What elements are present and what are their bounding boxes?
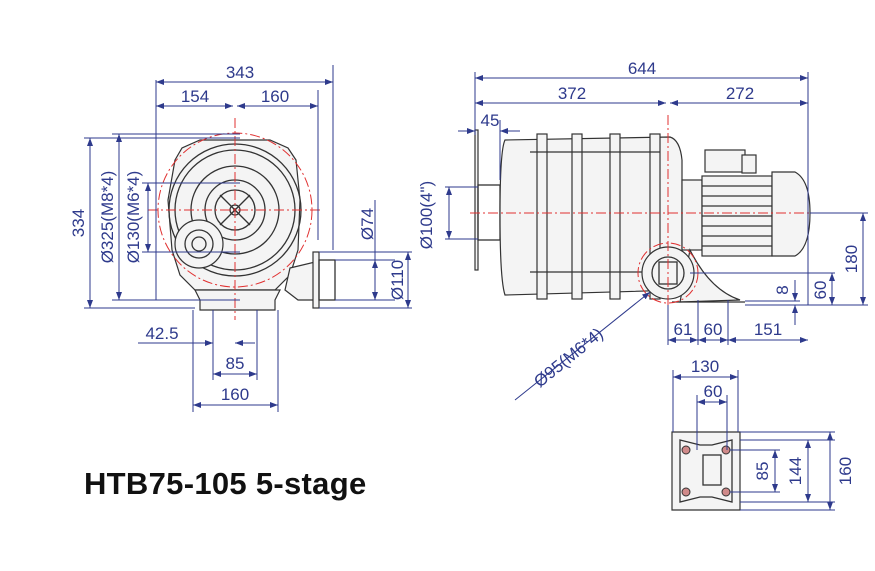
dim-272: 272 xyxy=(726,84,754,103)
dim-130-bolt-circle: Ø130(M6*4) xyxy=(124,171,143,264)
dim-60-base: 60 xyxy=(704,382,723,401)
dim-180: 180 xyxy=(842,245,861,273)
front-view-body xyxy=(148,118,336,320)
dim-74: Ø74 xyxy=(358,208,377,240)
dim-644: 644 xyxy=(628,59,656,78)
side-view: 644 372 272 45 Ø100(4") 180 60 8 61 xyxy=(417,59,868,401)
dim-160-base: 160 xyxy=(836,457,855,485)
base-view-part xyxy=(671,431,741,511)
dim-95-outlet: Ø95(M6*4) xyxy=(530,324,607,391)
dim-45: 45 xyxy=(481,111,500,130)
dim-42-5: 42.5 xyxy=(145,324,178,343)
side-view-body xyxy=(470,115,815,305)
dim-334: 334 xyxy=(69,209,88,237)
dim-85-front: 85 xyxy=(226,354,245,373)
dim-151: 151 xyxy=(754,320,782,339)
dim-160-top: 160 xyxy=(261,87,289,106)
dim-100-inlet: Ø100(4") xyxy=(417,181,436,249)
motor-fins xyxy=(702,185,772,247)
dim-130-base: 130 xyxy=(691,357,719,376)
front-view: 343 154 160 334 Ø325(M8*4) Ø130(M6*4) Ø7… xyxy=(69,63,412,412)
dim-85-base: 85 xyxy=(753,462,772,481)
dim-60-foot: 60 xyxy=(704,320,723,339)
dim-154: 154 xyxy=(181,87,209,106)
dim-60-height: 60 xyxy=(811,281,830,300)
dim-160-front-base: 160 xyxy=(221,385,249,404)
dim-343: 343 xyxy=(226,63,254,82)
base-view: 130 60 85 144 160 xyxy=(671,357,855,511)
dim-144: 144 xyxy=(786,457,805,485)
dim-110: Ø110 xyxy=(388,260,407,300)
dim-8: 8 xyxy=(773,285,792,294)
dim-61: 61 xyxy=(674,320,693,339)
dim-372: 372 xyxy=(558,84,586,103)
model-title: HTB75-105 5-stage xyxy=(84,466,367,501)
dim-325-bolt-circle: Ø325(M8*4) xyxy=(98,171,117,264)
